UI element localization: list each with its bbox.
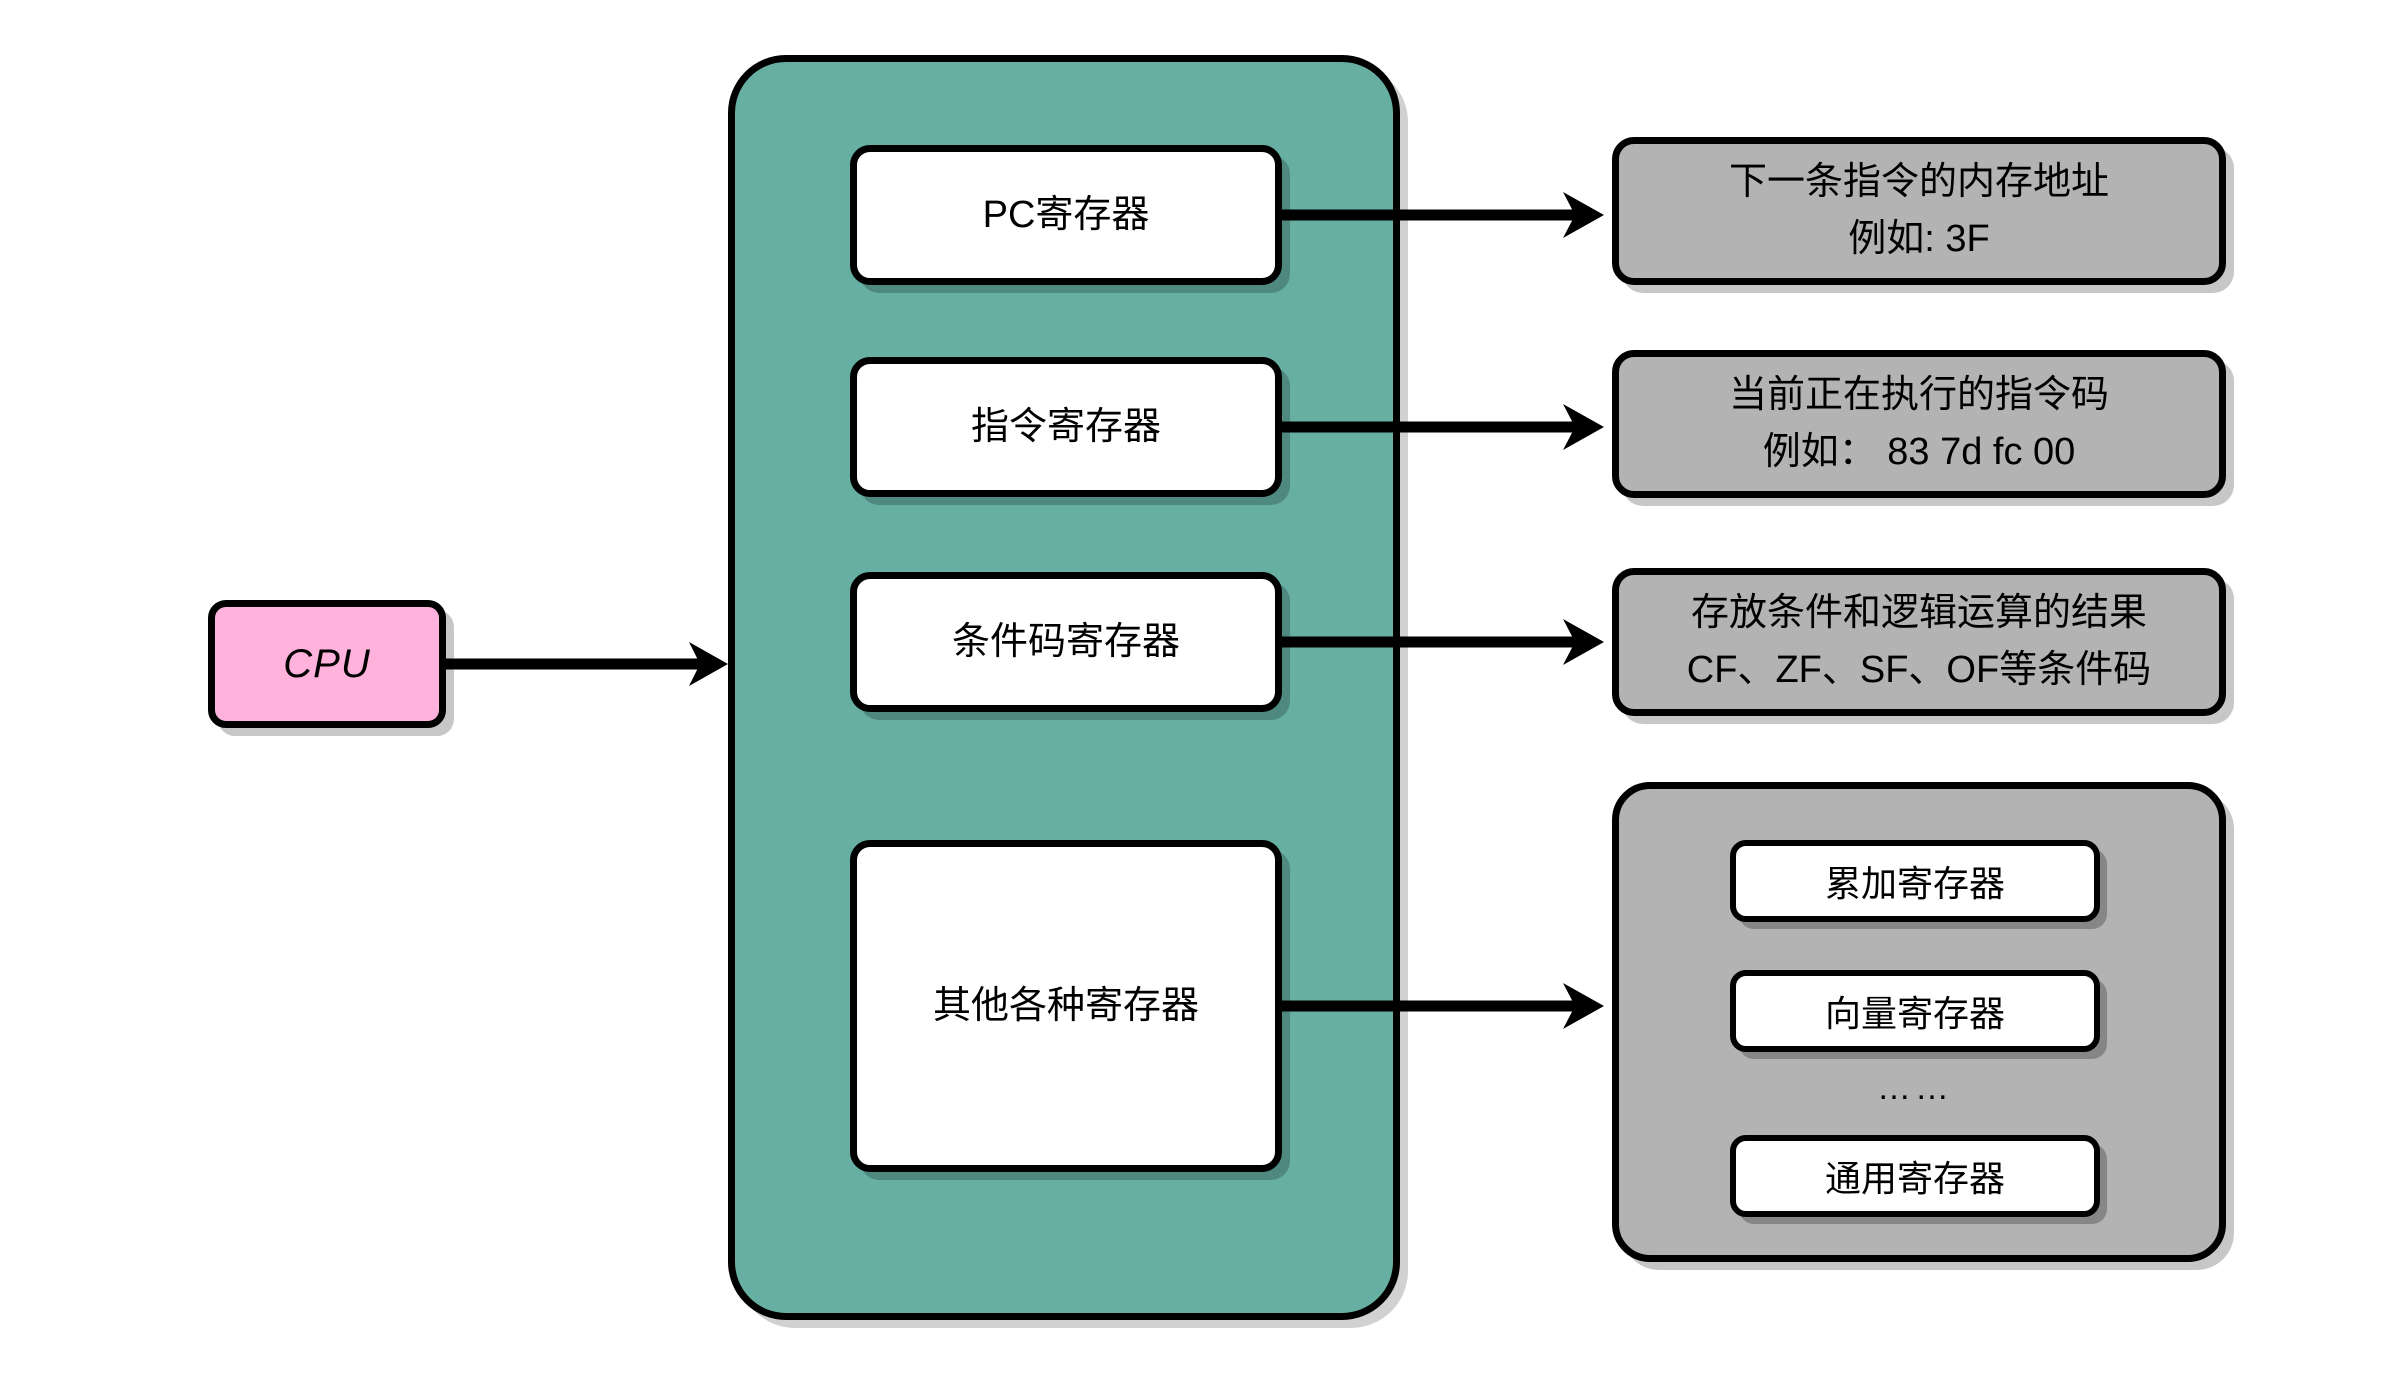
register-other[interactable]: 其他各种寄存器 — [850, 840, 1282, 1172]
sub-register-general[interactable]: 通用寄存器 — [1730, 1135, 2100, 1217]
register-ir[interactable]: 指令寄存器 — [850, 357, 1282, 497]
description-pc-line2: 例如: 3F — [1848, 218, 1990, 260]
register-pc-label: PC寄存器 — [982, 193, 1150, 236]
register-ir-label: 指令寄存器 — [970, 405, 1161, 448]
register-other-label: 其他各种寄存器 — [932, 984, 1199, 1027]
sub-register-accumulator-label: 累加寄存器 — [1824, 863, 2005, 904]
arrow-cpu-to-register-file — [446, 642, 728, 686]
description-pc: 下一条指令的内存地址 例如: 3F — [1612, 137, 2226, 285]
description-ir-line1: 当前正在执行的指令码 — [1728, 374, 2109, 416]
sub-register-accumulator[interactable]: 累加寄存器 — [1730, 840, 2100, 922]
cpu-node[interactable]: CPU — [208, 600, 446, 728]
sub-register-general-label: 通用寄存器 — [1824, 1158, 2005, 1199]
description-pc-line1: 下一条指令的内存地址 — [1728, 161, 2109, 203]
ellipsis-label: …… — [1877, 1068, 1953, 1107]
register-flags-label: 条件码寄存器 — [951, 620, 1180, 663]
description-flags-line1: 存放条件和逻辑运算的结果 — [1690, 592, 2147, 634]
description-flags: 存放条件和逻辑运算的结果 CF、ZF、SF、OF等条件码 — [1612, 568, 2226, 716]
cpu-label: CPU — [283, 642, 371, 686]
sub-register-vector-label: 向量寄存器 — [1824, 993, 2005, 1034]
description-ir: 当前正在执行的指令码 例如： 83 7d fc 00 — [1612, 350, 2226, 498]
description-flags-line2: CF、ZF、SF、OF等条件码 — [1686, 649, 2152, 691]
register-flags[interactable]: 条件码寄存器 — [850, 572, 1282, 712]
sub-register-vector[interactable]: 向量寄存器 — [1730, 970, 2100, 1052]
description-ir-line2: 例如： 83 7d fc 00 — [1762, 431, 2076, 473]
register-pc[interactable]: PC寄存器 — [850, 145, 1282, 285]
